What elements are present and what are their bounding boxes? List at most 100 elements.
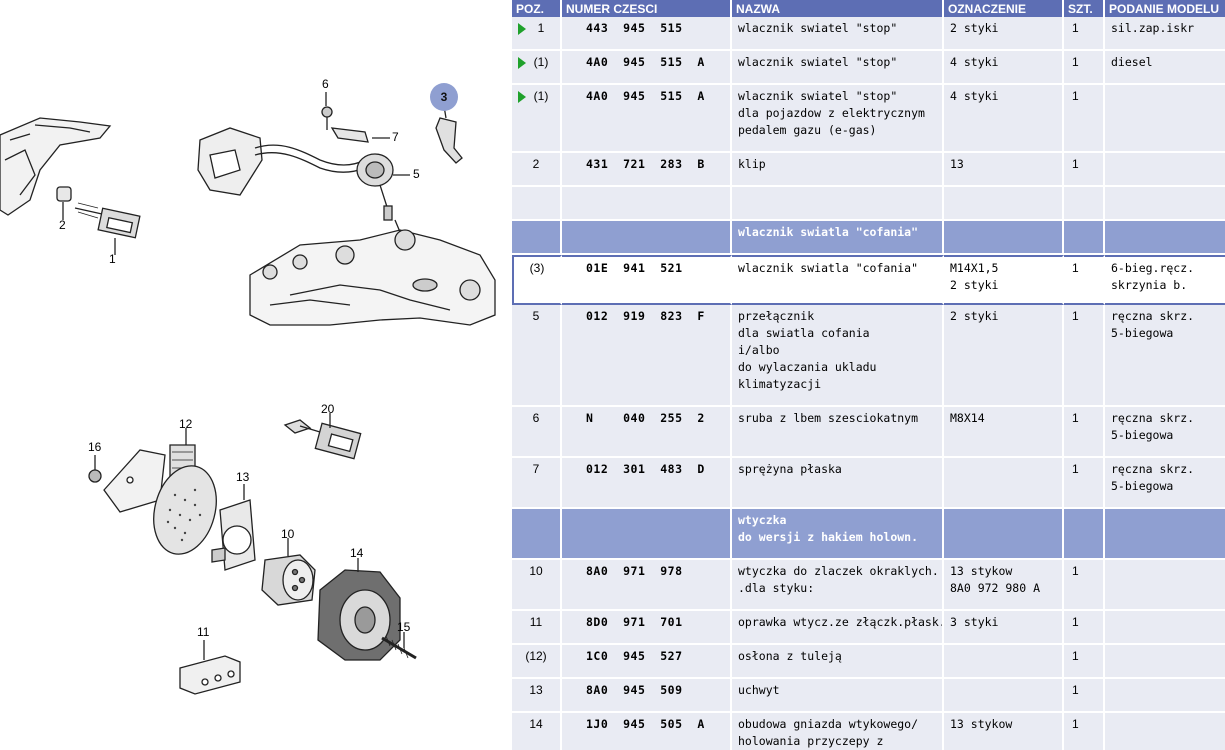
cell-line: holowania przyczepy z bbox=[738, 734, 884, 748]
cell-name: uchwyt bbox=[732, 679, 944, 713]
cell-designation: 13 stykow bbox=[944, 713, 1064, 750]
cell-position: 7 bbox=[512, 458, 562, 509]
cell-part-number: 4A0 945 515 A bbox=[562, 51, 732, 85]
position-text: 13 bbox=[529, 683, 543, 697]
part-label-10[interactable]: 10 bbox=[281, 527, 295, 541]
position-text: (3) bbox=[529, 261, 545, 275]
parts-drawing bbox=[0, 92, 496, 695]
position-text: (1) bbox=[533, 55, 549, 69]
cell-line: dla pojazdow z elektrycznym bbox=[738, 106, 925, 120]
cell-quantity: 1 bbox=[1064, 17, 1105, 51]
cell-quantity: 1 bbox=[1064, 645, 1105, 679]
part-label-5[interactable]: 5 bbox=[413, 167, 420, 181]
quantity-text: 1 bbox=[1072, 683, 1079, 697]
part-label-14[interactable]: 14 bbox=[350, 546, 364, 560]
cell-model: sil.zap.iskr bbox=[1105, 17, 1225, 51]
part-label-16[interactable]: 16 bbox=[88, 440, 102, 454]
part-label-13[interactable]: 13 bbox=[236, 470, 250, 484]
quantity-text: 1 bbox=[1072, 462, 1079, 476]
cell-name: sprężyna płaska bbox=[732, 458, 944, 509]
play-arrow-icon[interactable] bbox=[518, 91, 526, 103]
cell-part-number: N 040 255 2 bbox=[562, 407, 732, 458]
header-poz: POZ. bbox=[512, 0, 562, 17]
header-name: NAZWA bbox=[732, 0, 944, 17]
cell-position: 1 bbox=[512, 17, 562, 51]
cell-line: wtyczka do zlaczek okraklych. bbox=[738, 564, 939, 578]
position-text: 1 bbox=[537, 21, 545, 35]
play-arrow-icon[interactable] bbox=[518, 23, 526, 35]
cell-line: osłona z tuleją bbox=[738, 649, 842, 663]
section-cell-num bbox=[562, 509, 732, 560]
blank-cell-num bbox=[562, 187, 732, 221]
cell-quantity: 1 bbox=[1064, 679, 1105, 713]
play-arrow-icon[interactable] bbox=[518, 57, 526, 69]
cell-designation: 2 styki bbox=[944, 305, 1064, 407]
section-row[interactable]: wlacznik swiatla "cofania" bbox=[512, 221, 1225, 255]
section-cell-pos bbox=[512, 509, 562, 560]
cell-line: 4 styki bbox=[950, 55, 999, 69]
cell-name: sruba z lbem szesciokatnym bbox=[732, 407, 944, 458]
table-row[interactable]: 13 8A0 945 509 uchwyt 1 bbox=[512, 679, 1225, 713]
cell-model bbox=[1105, 713, 1225, 750]
part-label-15[interactable]: 15 bbox=[397, 620, 411, 634]
section-cell-pod bbox=[1105, 509, 1225, 560]
cell-part-number: 1J0 945 505 A bbox=[562, 713, 732, 750]
cell-line: uchwyt bbox=[738, 683, 780, 697]
cell-quantity: 1 bbox=[1064, 51, 1105, 85]
cell-line: wlacznik swiatla "cofania" bbox=[738, 261, 919, 275]
cell-quantity: 1 bbox=[1064, 458, 1105, 509]
section-cell-num bbox=[562, 221, 732, 255]
cell-part-number: 012 301 483 D bbox=[562, 458, 732, 509]
cell-model bbox=[1105, 611, 1225, 645]
cell-position: 6 bbox=[512, 407, 562, 458]
blank-cell-szt bbox=[1064, 187, 1105, 221]
part-label-1[interactable]: 1 bbox=[109, 252, 116, 266]
part-label-20[interactable]: 20 bbox=[321, 402, 335, 416]
header-part-number: NUMER CZESCI bbox=[562, 0, 732, 17]
cell-line: ręczna skrz. bbox=[1111, 462, 1195, 476]
part-label-2[interactable]: 2 bbox=[59, 218, 66, 232]
part-number-text: 8D0 971 701 bbox=[586, 615, 683, 629]
part-label-6[interactable]: 6 bbox=[322, 77, 329, 91]
part-number-text: 431 721 283 B bbox=[586, 157, 705, 171]
position-text: 10 bbox=[529, 564, 543, 578]
cell-model: ręczna skrz.5-biegowa bbox=[1105, 305, 1225, 407]
part-number-text: 01E 941 521 bbox=[586, 261, 683, 275]
part-number-text: 8A0 945 509 bbox=[586, 683, 683, 697]
cell-line: sil.zap.iskr bbox=[1111, 21, 1195, 35]
cell-name: obudowa gniazda wtykowego/holowania przy… bbox=[732, 713, 944, 750]
quantity-text: 1 bbox=[1072, 89, 1079, 103]
cell-line: 5-biegowa bbox=[1111, 428, 1174, 442]
cell-designation: 13 bbox=[944, 153, 1064, 187]
blank-row[interactable] bbox=[512, 187, 1225, 221]
cell-position: 2 bbox=[512, 153, 562, 187]
part-callout-3[interactable]: 3 bbox=[430, 83, 458, 111]
cell-part-number: 8D0 971 701 bbox=[562, 611, 732, 645]
part-label-11[interactable]: 11 bbox=[197, 625, 210, 639]
cell-line: wlacznik swiatla "cofania" bbox=[738, 225, 919, 239]
cell-designation: 3 styki bbox=[944, 611, 1064, 645]
cell-model: ręczna skrz.5-biegowa bbox=[1105, 407, 1225, 458]
cell-model: diesel bbox=[1105, 51, 1225, 85]
cell-model: ręczna skrz.5-biegowa bbox=[1105, 458, 1225, 509]
header-model: PODANIE MODELU bbox=[1105, 0, 1225, 17]
quantity-text: 1 bbox=[1072, 615, 1079, 629]
cell-position: (12) bbox=[512, 645, 562, 679]
position-text: 11 bbox=[529, 615, 543, 629]
part-label-12[interactable]: 12 bbox=[179, 417, 193, 431]
cell-quantity: 1 bbox=[1064, 255, 1105, 305]
part-label-7[interactable]: 7 bbox=[392, 130, 399, 144]
table-row[interactable]: (3) 01E 941 521 wlacznik swiatla "cofania"… bbox=[512, 255, 1225, 305]
